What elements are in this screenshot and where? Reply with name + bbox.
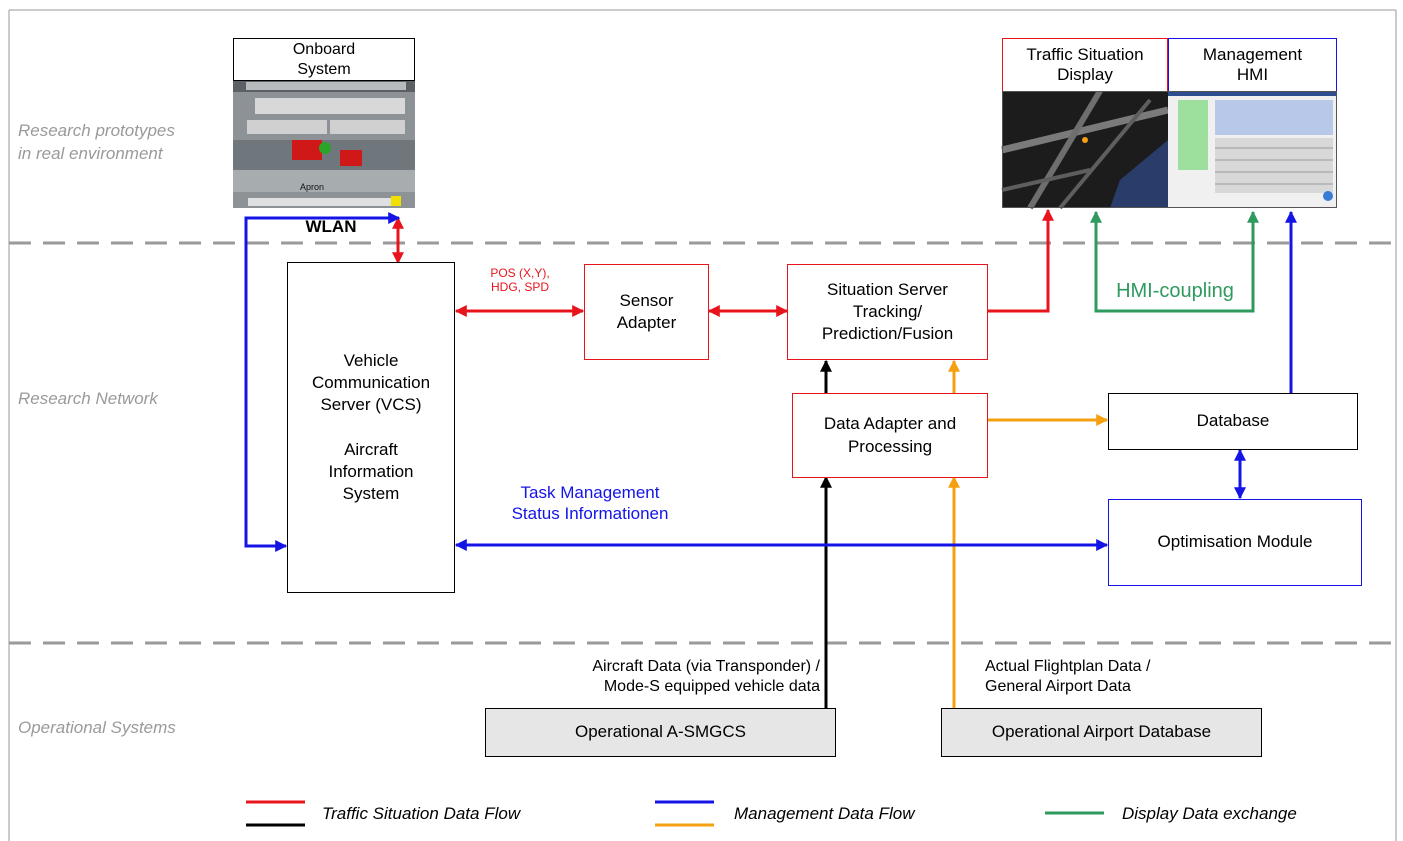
hmi-coupling-label: HMI-coupling: [1116, 280, 1234, 302]
vcs-box: Vehicle Communication Server (VCS) Aircr…: [287, 262, 455, 593]
lane-research-prototypes: Research prototypes in real environment: [18, 121, 175, 163]
lane-operational-systems: Operational Systems: [18, 718, 176, 737]
legend-traffic-flow: Traffic Situation Data Flow: [322, 804, 521, 823]
legend-display-exchange: Display Data exchange: [1122, 804, 1297, 823]
screen-apron-text: Apron: [300, 182, 324, 192]
hmi-coupling-arrow: [1090, 210, 1259, 313]
sensor-adapter-box: Sensor Adapter: [584, 264, 709, 360]
onboard-vcs-blue-arrow: [244, 212, 401, 552]
data-adapter-box: Data Adapter and Processing: [792, 393, 988, 478]
situation-to-display-arrow: [988, 208, 1054, 313]
onboard-screen-image: Apron: [233, 80, 415, 208]
management-hmi-image: [1168, 91, 1337, 208]
operational-airport-database-box: Operational Airport Database: [941, 708, 1262, 757]
flightplan-data-label: Actual Flightplan Data / General Airport…: [985, 658, 1151, 695]
situation-server-box: Situation Server Tracking/ Prediction/Fu…: [787, 264, 988, 360]
optimisation-module-box: Optimisation Module: [1108, 499, 1362, 586]
task-management-label: Task Management Status Informationen: [511, 483, 669, 524]
traffic-situation-display-title: Traffic Situation Display: [1002, 38, 1168, 92]
onboard-system-title: Onboard System: [233, 38, 415, 81]
management-hmi-title: Management HMI: [1168, 38, 1337, 92]
lane-research-network: Research Network: [18, 389, 158, 408]
operational-asmgcs-box: Operational A-SMGCS: [485, 708, 836, 757]
wlan-label: WLAN: [305, 217, 357, 236]
legend-management-flow: Management Data Flow: [734, 804, 915, 823]
traffic-display-image: [1001, 89, 1169, 210]
pos-label: POS (X,Y), HDG, SPD: [490, 266, 550, 295]
aircraft-data-label: Aircraft Data (via Transponder) / Mode-S…: [592, 658, 820, 695]
database-box: Database: [1108, 393, 1358, 450]
